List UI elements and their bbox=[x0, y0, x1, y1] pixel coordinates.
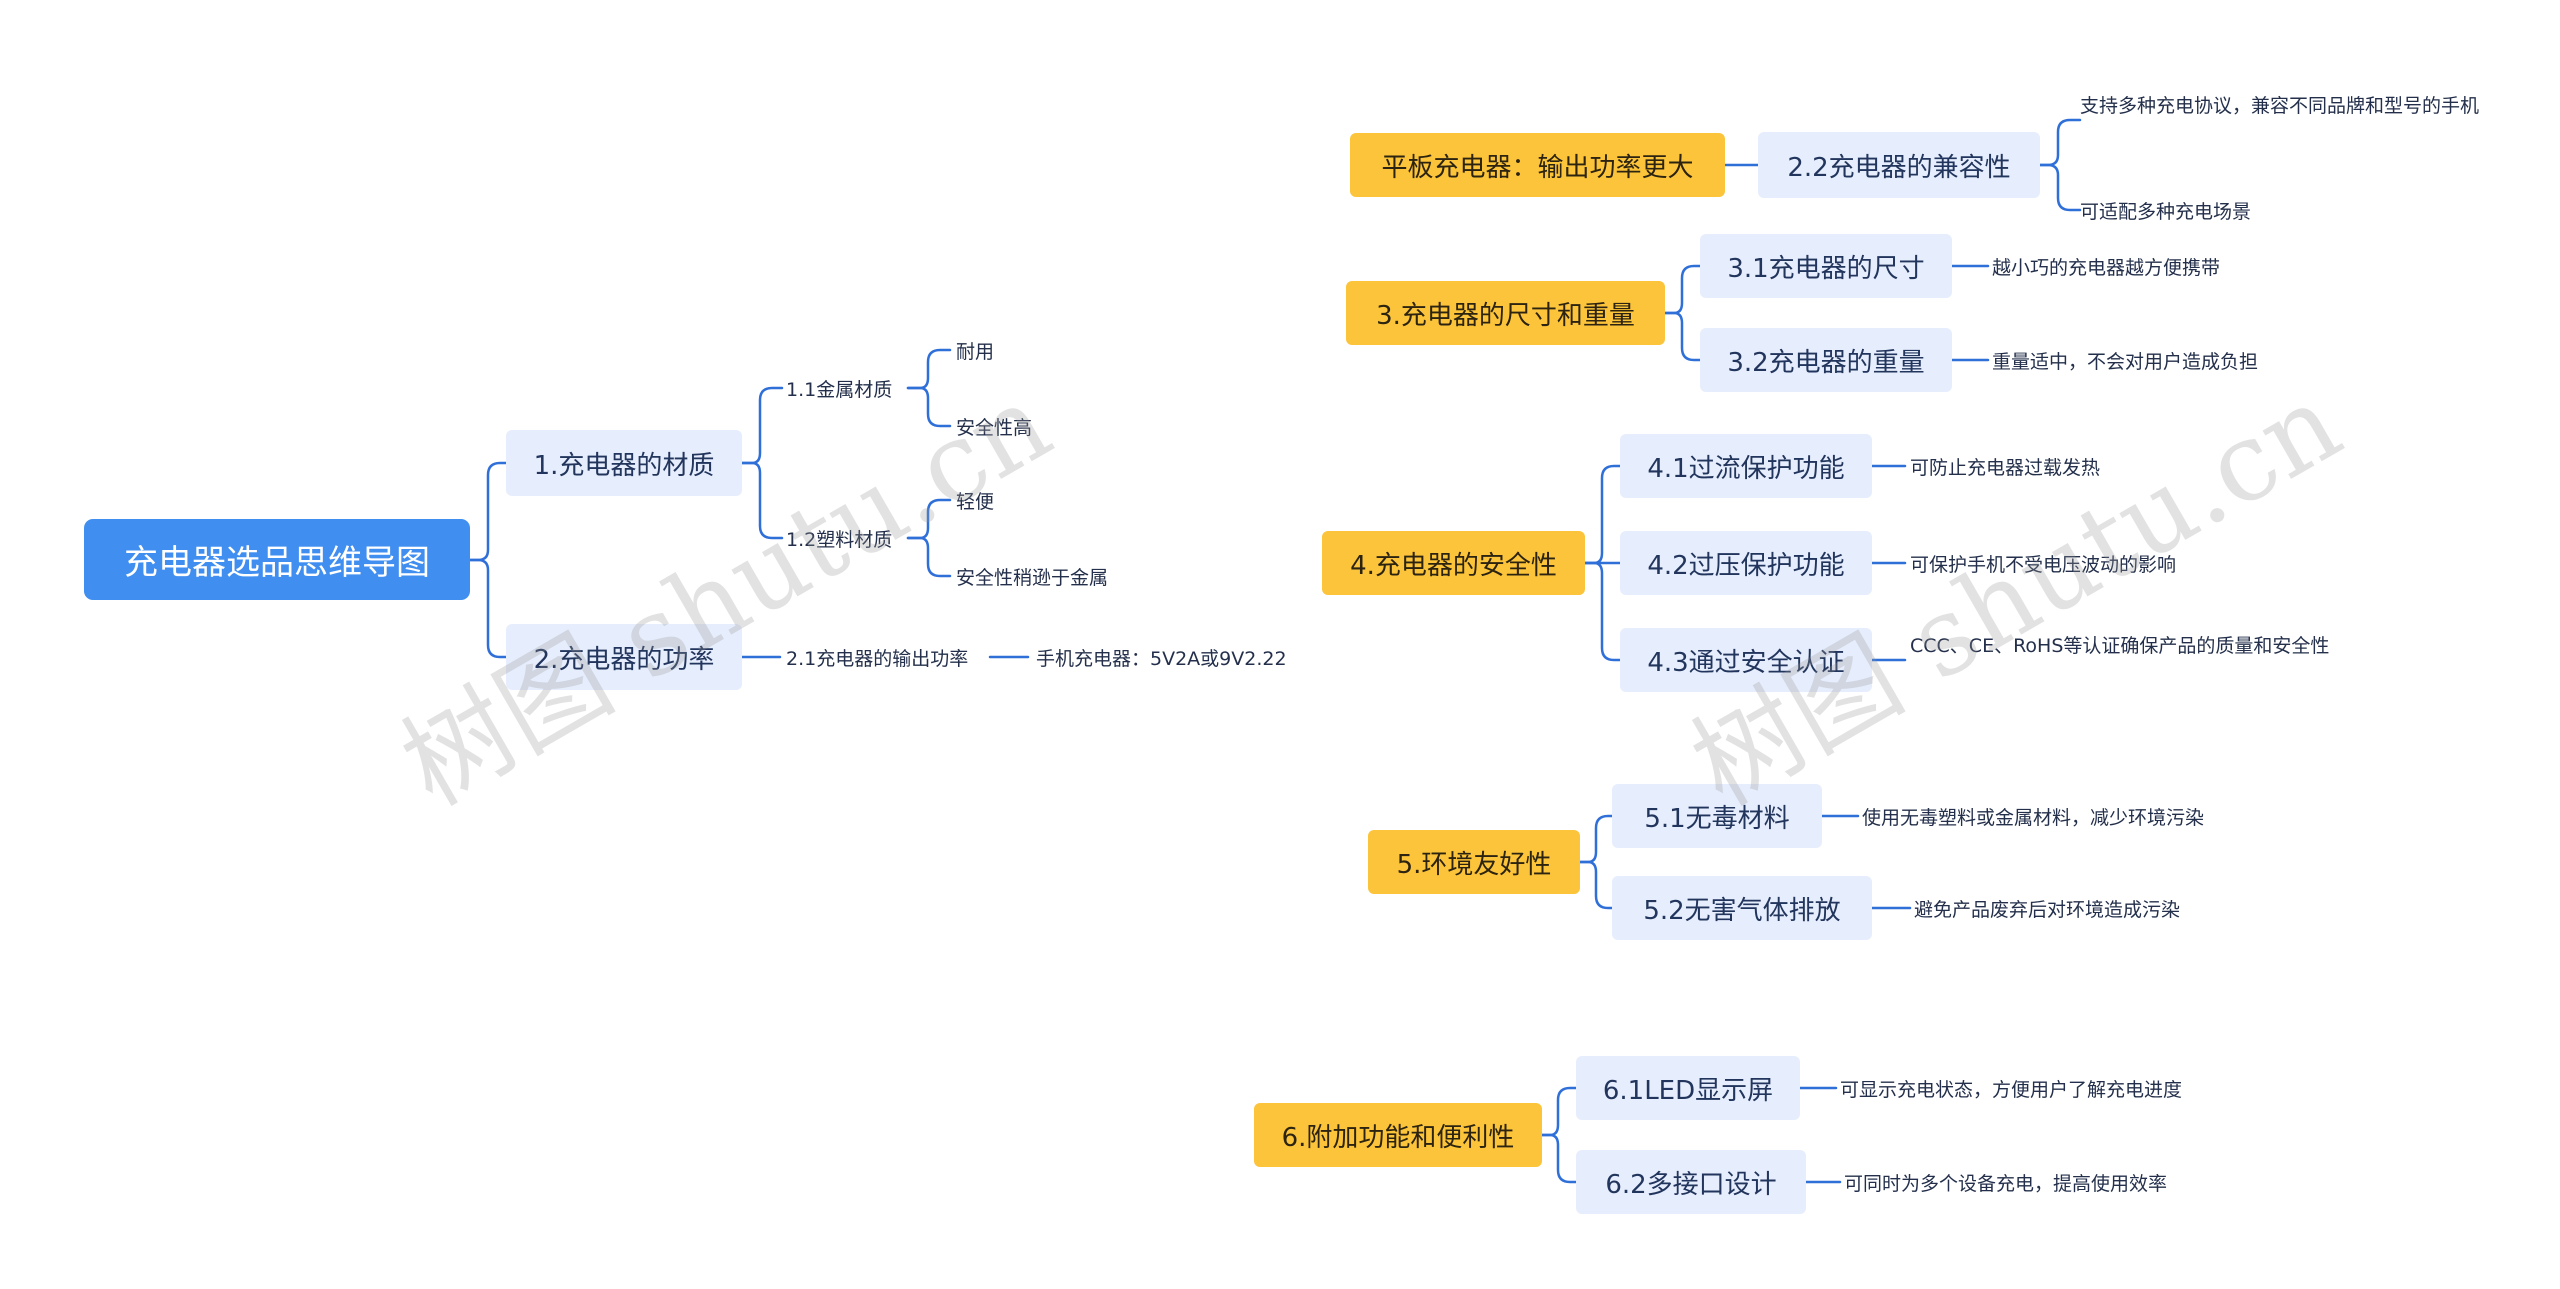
branch-3-1-size[interactable]: 3.1充电器的尺寸 bbox=[1700, 234, 1952, 298]
leaf-3-1-portable[interactable]: 越小巧的充电器越方便携带 bbox=[1992, 256, 2221, 279]
link-3-3_1 bbox=[1663, 264, 1702, 315]
leaf-2-2-protocol[interactable]: 支持多种充电协议，兼容不同品牌和型号的手机 bbox=[2080, 95, 2480, 117]
link-6-6_1 bbox=[1540, 1086, 1578, 1137]
link-2_2-b bbox=[2038, 163, 2082, 212]
branch-2-power[interactable]: 2.充电器的功率 bbox=[506, 624, 742, 690]
link-5-5_1 bbox=[1578, 814, 1614, 864]
topic-5-eco[interactable]: 5.环境友好性 bbox=[1368, 830, 1580, 894]
link-root-1 bbox=[468, 461, 508, 562]
link-1-1_2 bbox=[740, 461, 784, 540]
leaf-2-2-scene[interactable]: 可适配多种充电场景 bbox=[2080, 200, 2252, 223]
branch-4-2-overvoltage[interactable]: 4.2过压保护功能 bbox=[1620, 531, 1872, 595]
branch-5-2-emission[interactable]: 5.2无害气体排放 bbox=[1612, 876, 1872, 940]
branch-5-1-nontoxic[interactable]: 5.1无毒材料 bbox=[1612, 784, 1822, 848]
branch-4-1-overcurrent[interactable]: 4.1过流保护功能 bbox=[1620, 434, 1872, 498]
link-5-5_2 bbox=[1578, 860, 1614, 910]
link-6-6_2 bbox=[1540, 1133, 1578, 1184]
topic-tablet-charger[interactable]: 平板充电器：输出功率更大 bbox=[1350, 133, 1725, 197]
leaf-5-1-material[interactable]: 使用无毒塑料或金属材料，减少环境污染 bbox=[1862, 806, 2205, 829]
topic-3-size-weight[interactable]: 3.充电器的尺寸和重量 bbox=[1346, 281, 1665, 345]
branch-1-material[interactable]: 1.充电器的材质 bbox=[506, 430, 742, 496]
branch-3-2-weight[interactable]: 3.2充电器的重量 bbox=[1700, 328, 1952, 392]
link-1_1-a bbox=[906, 348, 952, 390]
link-3-3_2 bbox=[1663, 311, 1702, 362]
leaf-4-3-certs[interactable]: CCC、CE、RoHS等认证确保产品的质量和安全性 bbox=[1910, 635, 2330, 657]
link-1_2-b bbox=[906, 536, 952, 578]
leaf-1-2-safety[interactable]: 安全性稍逊于金属 bbox=[956, 566, 1109, 589]
link-1_2-a bbox=[906, 498, 952, 540]
link-4-4_1 bbox=[1583, 464, 1622, 565]
leaf-2-1-phone[interactable]: 手机充电器：5V2A或9V2.22 bbox=[1036, 647, 1287, 670]
branch-1-2-plastic[interactable]: 1.2塑料材质 bbox=[786, 528, 893, 551]
leaf-6-2-multi[interactable]: 可同时为多个设备充电，提高使用效率 bbox=[1844, 1172, 2168, 1195]
leaf-4-2-voltage[interactable]: 可保护手机不受电压波动的影响 bbox=[1910, 553, 2177, 576]
branch-2-2-compat[interactable]: 2.2充电器的兼容性 bbox=[1758, 132, 2040, 198]
leaf-1-2-light[interactable]: 轻便 bbox=[956, 490, 995, 513]
branch-6-2-ports[interactable]: 6.2多接口设计 bbox=[1576, 1150, 1806, 1214]
link-1-1_1 bbox=[740, 386, 784, 465]
link-1_1-b bbox=[906, 386, 952, 428]
leaf-5-2-pollution[interactable]: 避免产品废弃后对环境造成污染 bbox=[1914, 898, 2181, 921]
link-2_2-a bbox=[2038, 118, 2082, 167]
leaf-4-1-overload[interactable]: 可防止充电器过载发热 bbox=[1910, 456, 2101, 479]
leaf-3-2-moderate[interactable]: 重量适中，不会对用户造成负担 bbox=[1992, 350, 2259, 373]
branch-6-1-led[interactable]: 6.1LED显示屏 bbox=[1576, 1056, 1800, 1120]
branch-4-3-certification[interactable]: 4.3通过安全认证 bbox=[1620, 628, 1872, 692]
topic-6-extras[interactable]: 6.附加功能和便利性 bbox=[1254, 1103, 1542, 1167]
link-root-2 bbox=[468, 558, 508, 659]
leaf-1-1-durable[interactable]: 耐用 bbox=[956, 340, 995, 363]
branch-2-1-output[interactable]: 2.1充电器的输出功率 bbox=[786, 647, 969, 670]
leaf-6-1-status[interactable]: 可显示充电状态，方便用户了解充电进度 bbox=[1840, 1078, 2183, 1101]
root-topic[interactable]: 充电器选品思维导图 bbox=[84, 519, 470, 600]
leaf-1-1-safety[interactable]: 安全性高 bbox=[956, 416, 1033, 439]
link-4-4_3 bbox=[1583, 561, 1622, 662]
branch-1-1-metal[interactable]: 1.1金属材质 bbox=[786, 378, 893, 401]
topic-4-safety[interactable]: 4.充电器的安全性 bbox=[1322, 531, 1585, 595]
